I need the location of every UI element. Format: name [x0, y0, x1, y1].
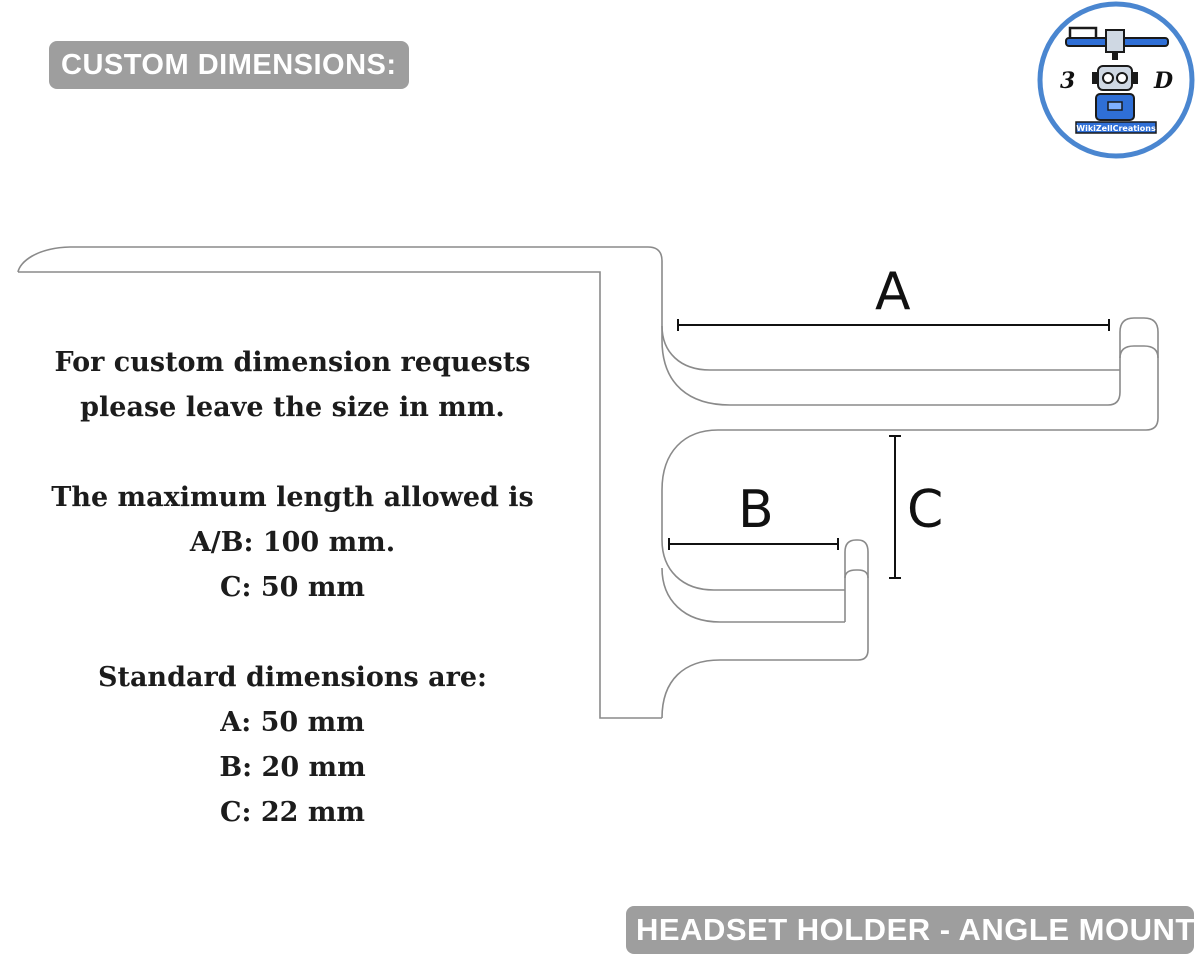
info-line-max-c: C: 50 mm	[220, 572, 365, 603]
info-gap	[30, 430, 555, 475]
lower-hook-tip	[661, 539, 869, 719]
brand-logo: 3 D WikiZellCreations	[1036, 0, 1196, 160]
upper-hook-tip-step	[1119, 345, 1159, 359]
info-line-units: please leave the size in mm.	[80, 392, 505, 423]
info-line-max-heading: The maximum length allowed is	[51, 482, 534, 513]
logo-left-mark: 3	[1060, 68, 1075, 94]
lower-hook-inner	[661, 539, 845, 591]
upper-hook-tip-join	[1107, 370, 1121, 406]
info-line-request: For custom dimension requests	[54, 347, 531, 378]
footer-title-badge: HEADSET HOLDER - ANGLE MOUNT	[626, 906, 1194, 954]
upper-hook-inner	[661, 325, 1120, 371]
info-gap	[30, 610, 555, 655]
upper-hook-tip	[718, 317, 1159, 431]
lower-hook-outer	[661, 567, 845, 623]
dimension-b-label: B	[738, 480, 774, 540]
info-line-standard-b: B: 20 mm	[219, 752, 366, 783]
footer-title: HEADSET HOLDER - ANGLE MOUNT	[636, 912, 1195, 947]
custom-dimensions-info: For custom dimension requests please lea…	[30, 340, 555, 835]
info-line-standard-heading: Standard dimensions are:	[97, 662, 488, 693]
header-title-badge: CUSTOM DIMENSIONS:	[49, 41, 409, 89]
robot-printer-icon: 3 D WikiZellCreations	[1037, 1, 1195, 159]
logo-brand-text: WikiZellCreations	[1076, 124, 1156, 133]
header-title: CUSTOM DIMENSIONS:	[61, 49, 397, 81]
lower-hook-tip-step	[844, 569, 869, 579]
top-arm-outline	[17, 246, 663, 273]
info-line-max-ab: A/B: 100 mm.	[189, 527, 396, 558]
logo-right-mark: D	[1153, 68, 1173, 94]
dimension-c-label: C	[907, 480, 944, 540]
info-line-standard-a: A: 50 mm	[220, 707, 365, 738]
dimension-a-label: A	[875, 262, 911, 322]
info-line-standard-c: C: 22 mm	[220, 797, 365, 828]
lower-hook-top	[661, 429, 719, 540]
